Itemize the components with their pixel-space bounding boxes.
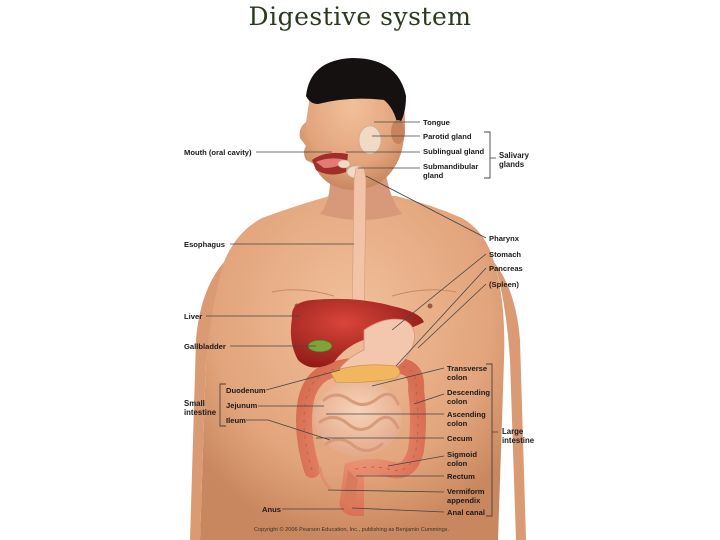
- label-anal-canal: Anal canal: [447, 508, 485, 517]
- label-pharynx: Pharynx: [489, 234, 520, 243]
- copyright-notice: Copyright © 2006 Pearson Education, Inc.…: [254, 526, 449, 533]
- hair: [306, 58, 406, 126]
- label-pancreas: Pancreas: [489, 264, 523, 273]
- label-parotid-gland: Parotid gland: [423, 132, 472, 141]
- label-vermiform-appendix-1: Vermiform: [447, 487, 485, 496]
- label-anus: Anus: [262, 505, 281, 514]
- label-small-intestine-1: Small: [184, 399, 205, 408]
- small-intestine: [314, 380, 402, 456]
- label-tongue: Tongue: [423, 118, 450, 127]
- label-sublingual-gland: Sublingual gland: [423, 147, 485, 156]
- label-transverse-colon-2: colon: [447, 373, 468, 382]
- label-transverse-colon-1: Transverse: [447, 364, 487, 373]
- label-ascending-colon-1: Ascending: [447, 410, 486, 419]
- label-descending-colon-2: colon: [447, 397, 468, 406]
- leader-lines: [206, 121, 498, 517]
- label-submandibular-gland-2: gland: [423, 171, 444, 180]
- label-small-intestine-2: intestine: [184, 408, 217, 417]
- pancreas: [329, 364, 401, 383]
- label-stomach: Stomach: [489, 250, 521, 259]
- sublingual-gland: [337, 159, 351, 169]
- label-large-intestine-1: Large: [502, 427, 524, 436]
- rectum: [344, 470, 358, 508]
- parotid-gland: [358, 125, 382, 155]
- label-gallbladder: Gallbladder: [184, 342, 226, 351]
- organs: [290, 167, 426, 517]
- label-sigmoid-colon-1: Sigmoid: [447, 450, 477, 459]
- label-sigmoid-colon-2: colon: [447, 459, 468, 468]
- vermiform-appendix: [318, 466, 332, 490]
- label-salivary-glands-2: glands: [499, 160, 525, 169]
- label-salivary-glands-1: Salivary: [499, 151, 530, 160]
- labels: Tongue Parotid gland Sublingual gland Su…: [184, 118, 535, 533]
- label-descending-colon-1: Descending: [447, 388, 490, 397]
- label-large-intestine-2: intestine: [502, 436, 535, 445]
- label-cecum: Cecum: [447, 434, 473, 443]
- label-vermiform-appendix-2: appendix: [447, 496, 481, 505]
- label-jejunum: Jejunum: [226, 401, 257, 410]
- label-ascending-colon-2: colon: [447, 419, 468, 428]
- label-submandibular-gland-1: Submandibular: [423, 162, 478, 171]
- label-esophagus: Esophagus: [184, 240, 225, 249]
- label-duodenum: Duodenum: [226, 386, 266, 395]
- label-spleen: (Spleen): [489, 280, 519, 289]
- label-mouth: Mouth (oral cavity): [184, 148, 252, 157]
- label-ileum: Ileum: [226, 416, 246, 425]
- label-liver: Liver: [184, 312, 202, 321]
- label-rectum: Rectum: [447, 472, 475, 481]
- slide-title: Digestive system: [248, 2, 472, 31]
